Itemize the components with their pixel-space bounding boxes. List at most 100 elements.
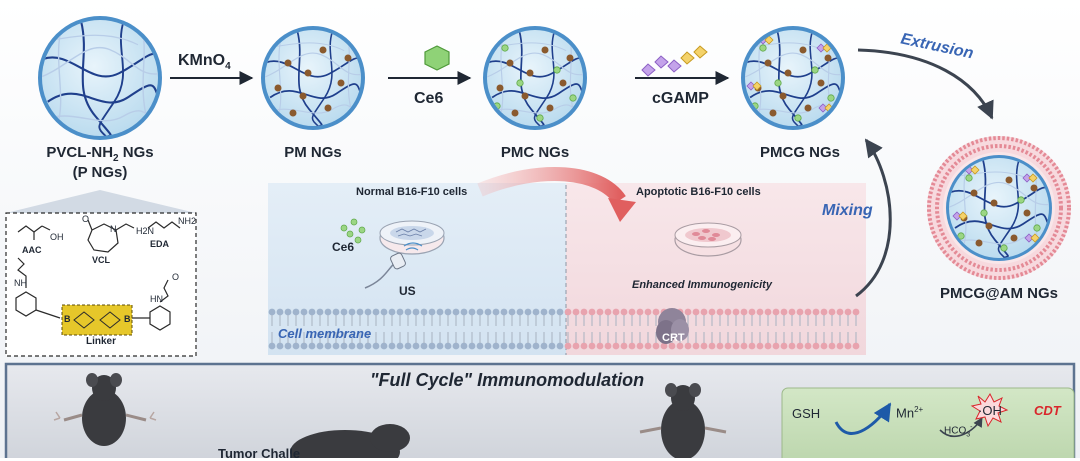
lipid-head	[740, 342, 748, 350]
cdt-label: CDT	[1034, 403, 1061, 418]
mouse-body-icon	[290, 424, 410, 458]
lipid-head	[676, 342, 684, 350]
lipid-head	[684, 342, 692, 350]
lipid-head	[572, 342, 580, 350]
lipid-head	[412, 308, 420, 316]
p-ngs-subscript: 2	[113, 153, 119, 164]
lipid-head	[460, 308, 468, 316]
mouse-left-icon	[53, 373, 157, 446]
lipid-head	[684, 308, 692, 316]
lipid-head	[644, 342, 652, 350]
lipid-head	[612, 342, 620, 350]
right-hn-label: HN	[150, 294, 163, 304]
lipid-head	[572, 308, 580, 316]
lipid-head	[532, 342, 540, 350]
lipid-head	[732, 342, 740, 350]
lipid-head	[340, 308, 348, 316]
lipid-head	[268, 342, 276, 350]
lipid-head	[660, 342, 668, 350]
lipid-head	[340, 342, 348, 350]
lipid-head	[796, 342, 804, 350]
kmno4-label: KMnO4	[178, 52, 231, 72]
hco-text: HCO	[944, 425, 967, 437]
lipid-head	[436, 308, 444, 316]
lipid-head	[636, 308, 644, 316]
lipid-head	[324, 308, 332, 316]
cell-membrane-label: Cell membrane	[278, 326, 372, 341]
lipid-head	[580, 342, 588, 350]
ce6-cell-label: Ce6	[332, 240, 355, 254]
lipid-head	[828, 342, 836, 350]
p-ngs-label-abbr: (P NGs)	[72, 164, 128, 181]
crt-protein-icon	[656, 308, 689, 344]
mixing-label: Mixing	[822, 202, 873, 219]
lipid-head	[420, 308, 428, 316]
lipid-head	[444, 308, 452, 316]
lipid-head	[396, 308, 404, 316]
pmcg-am-ngs-label: PMCG@AM NGs	[940, 285, 1058, 302]
cdt-mechanism-box	[781, 387, 1075, 458]
pmcg-nanogel	[741, 26, 845, 130]
lipid-head	[812, 308, 820, 316]
lipid-head	[380, 342, 388, 350]
lipid-head	[516, 342, 524, 350]
lipid-head	[356, 308, 364, 316]
mn-charge: 2+	[914, 405, 924, 414]
pmcg-am-nanogel	[927, 136, 1071, 280]
lipid-head	[532, 308, 540, 316]
lipid-head	[436, 342, 444, 350]
hco-charge: -	[970, 424, 973, 431]
extrusion-arrow	[857, 48, 994, 120]
lipid-head	[420, 342, 428, 350]
lipid-head	[812, 342, 820, 350]
lipid-head	[708, 342, 716, 350]
normal-cells-panel	[268, 183, 566, 355]
us-label: US	[399, 284, 416, 298]
lipid-head	[628, 342, 636, 350]
lipid-head	[604, 308, 612, 316]
lipid-head	[772, 342, 780, 350]
lipid-head	[596, 308, 604, 316]
lipid-head	[716, 342, 724, 350]
lipid-head	[548, 342, 556, 350]
lipid-head	[316, 308, 324, 316]
lipid-head	[716, 308, 724, 316]
lipid-head	[620, 308, 628, 316]
lipid-head	[268, 308, 276, 316]
lipid-head	[820, 342, 828, 350]
enhanced-immunogenicity-label: Enhanced Immunogenicity	[632, 279, 772, 291]
lipid-head	[492, 308, 500, 316]
lipid-head	[788, 308, 796, 316]
oh-label: OH	[50, 232, 64, 242]
lipid-head	[756, 342, 764, 350]
lipid-head	[556, 342, 564, 350]
lipid-head	[732, 308, 740, 316]
ce6-molecule-icon	[424, 45, 450, 71]
lipid-head	[492, 342, 500, 350]
lipid-head	[516, 308, 524, 316]
lipid-head	[580, 308, 588, 316]
lipid-head	[468, 342, 476, 350]
linker-b-left-label: B	[64, 314, 71, 324]
lipid-head	[804, 308, 812, 316]
lipid-head	[844, 342, 852, 350]
lipid-head	[628, 308, 636, 316]
lipid-head	[452, 342, 460, 350]
lipid-head	[348, 308, 356, 316]
lipid-head	[476, 308, 484, 316]
full-cycle-title: "Full Cycle" Immunomodulation	[370, 370, 645, 390]
lipid-head	[292, 308, 300, 316]
lipid-head	[316, 342, 324, 350]
lipid-head	[724, 308, 732, 316]
lipid-head	[724, 342, 732, 350]
lipid-head	[756, 308, 764, 316]
lipid-head	[588, 342, 596, 350]
cgamp-molecule-icon	[641, 45, 708, 77]
lipid-head	[396, 342, 404, 350]
apoptosis-arrow	[477, 167, 626, 205]
mn2-label: Mn2+	[896, 405, 923, 420]
lipid-head	[308, 308, 316, 316]
lipid-head	[804, 342, 812, 350]
lipid-head	[780, 308, 788, 316]
lipid-head	[836, 342, 844, 350]
